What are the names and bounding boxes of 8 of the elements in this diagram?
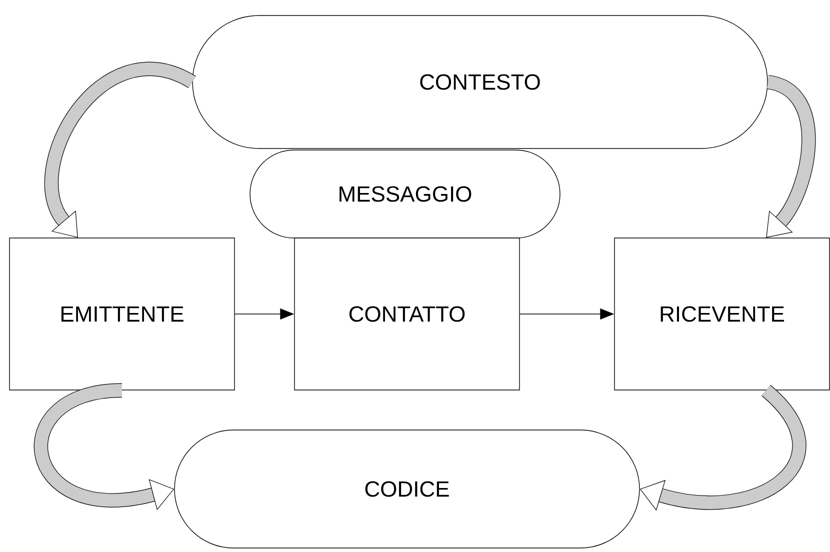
contact-box: CONTATTO <box>294 238 520 390</box>
receiver-box: RICEVENTE <box>614 238 830 390</box>
ribbon-arrow <box>766 75 816 238</box>
code-pill: CODICE <box>174 430 640 548</box>
ribbon-arrow <box>44 62 196 238</box>
context-pill: CONTESTO <box>192 15 768 149</box>
sender-box: EMITTENTE <box>9 238 235 390</box>
message-pill: MESSAGGIO <box>250 150 560 238</box>
